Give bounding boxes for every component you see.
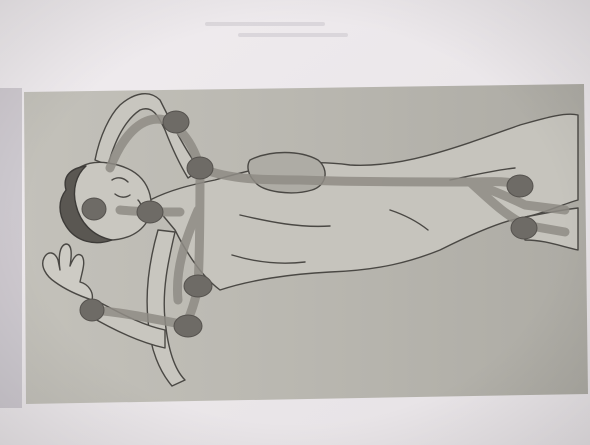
photo-stage	[0, 0, 590, 445]
vignette	[0, 0, 590, 445]
photograph	[0, 0, 590, 445]
